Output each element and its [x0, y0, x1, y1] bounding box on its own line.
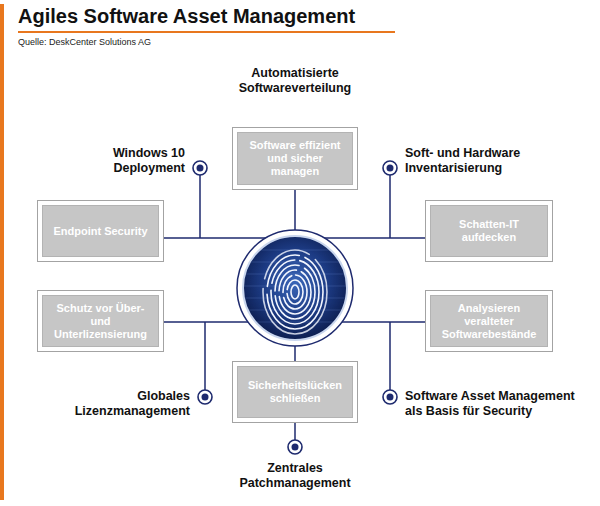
- marker-dot: [387, 165, 394, 172]
- feature-box: Analysieren veralteter Softwarebestände: [425, 290, 553, 352]
- feature-box: Schatten-IT aufdecken: [425, 200, 553, 262]
- marker-circles: [193, 161, 397, 454]
- box-text: Endpoint Security: [51, 225, 151, 238]
- spoke-line: [294, 346, 296, 362]
- fingerprint-disc: [243, 236, 347, 340]
- ridge: [263, 250, 327, 334]
- marker-ring: [193, 161, 207, 175]
- ridge: [271, 260, 319, 324]
- feature-label: Soft- und Hardware Inventarisierung: [405, 146, 535, 176]
- ridge: [287, 280, 303, 304]
- leader-line: [389, 322, 391, 390]
- marker-ring: [383, 390, 397, 404]
- box-text: Analysieren veralteter Softwarebestände: [439, 302, 539, 341]
- marker-ring: [383, 161, 397, 175]
- spoke-line: [294, 190, 296, 230]
- fingerprint-outer-ring: [237, 230, 353, 346]
- leader-line: [199, 175, 201, 238]
- feature-box: Endpoint Security: [37, 200, 164, 262]
- marker-ring: [198, 390, 212, 404]
- title-rule: [18, 31, 395, 33]
- leader-line: [389, 175, 391, 238]
- box-text: Schatten-IT aufdecken: [439, 218, 539, 244]
- feature-label: Zentrales Patchmanagement: [230, 461, 360, 491]
- feature-label: Windows 10 Deployment: [95, 146, 185, 176]
- scan-line: [243, 262, 347, 263]
- marker-dot: [202, 394, 209, 401]
- spoke-line: [164, 237, 266, 239]
- leader-line: [294, 423, 296, 440]
- ridge: [291, 285, 299, 299]
- spoke-line: [342, 321, 425, 323]
- ridge: [279, 270, 311, 314]
- scan-grid: [243, 250, 347, 322]
- fingerprint-illustration: [237, 230, 353, 346]
- box-text: Sicherheitslücken schließen: [245, 379, 345, 405]
- diagram-title: Agiles Software Asset Management: [18, 4, 355, 28]
- marker-dot: [387, 394, 394, 401]
- accent-bar: [0, 4, 4, 500]
- connector-lines: [164, 175, 425, 440]
- spoke-line: [164, 321, 248, 323]
- feature-label: Globales Lizenzmanagement: [70, 389, 190, 419]
- marker-ring: [288, 440, 302, 454]
- feature-box: Schutz vor Über- und Unterlizensierung: [37, 290, 164, 352]
- ridge: [275, 265, 315, 319]
- spoke-line: [324, 237, 425, 239]
- feature-box: Software effizient und sicher managen: [232, 127, 358, 190]
- box-text: Software effizient und sicher managen: [245, 139, 345, 178]
- feature-label: Automatisierte Softwareverteilung: [225, 66, 365, 96]
- feature-label: Software Asset Management als Basis für …: [405, 389, 580, 419]
- marker-dot: [197, 165, 204, 172]
- ridge: [267, 255, 323, 329]
- scan-line: [243, 322, 347, 323]
- fingerprint-ridges: [263, 250, 327, 334]
- source-note: Quelle: DeskCenter Solutions AG: [18, 37, 318, 48]
- ridge: [283, 275, 307, 309]
- feature-box: Sicherheitslücken schließen: [232, 361, 358, 423]
- box-text: Schutz vor Über- und Unterlizensierung: [51, 302, 151, 341]
- scan-line: [243, 274, 347, 275]
- marker-dot: [292, 444, 299, 451]
- leader-line: [204, 322, 206, 390]
